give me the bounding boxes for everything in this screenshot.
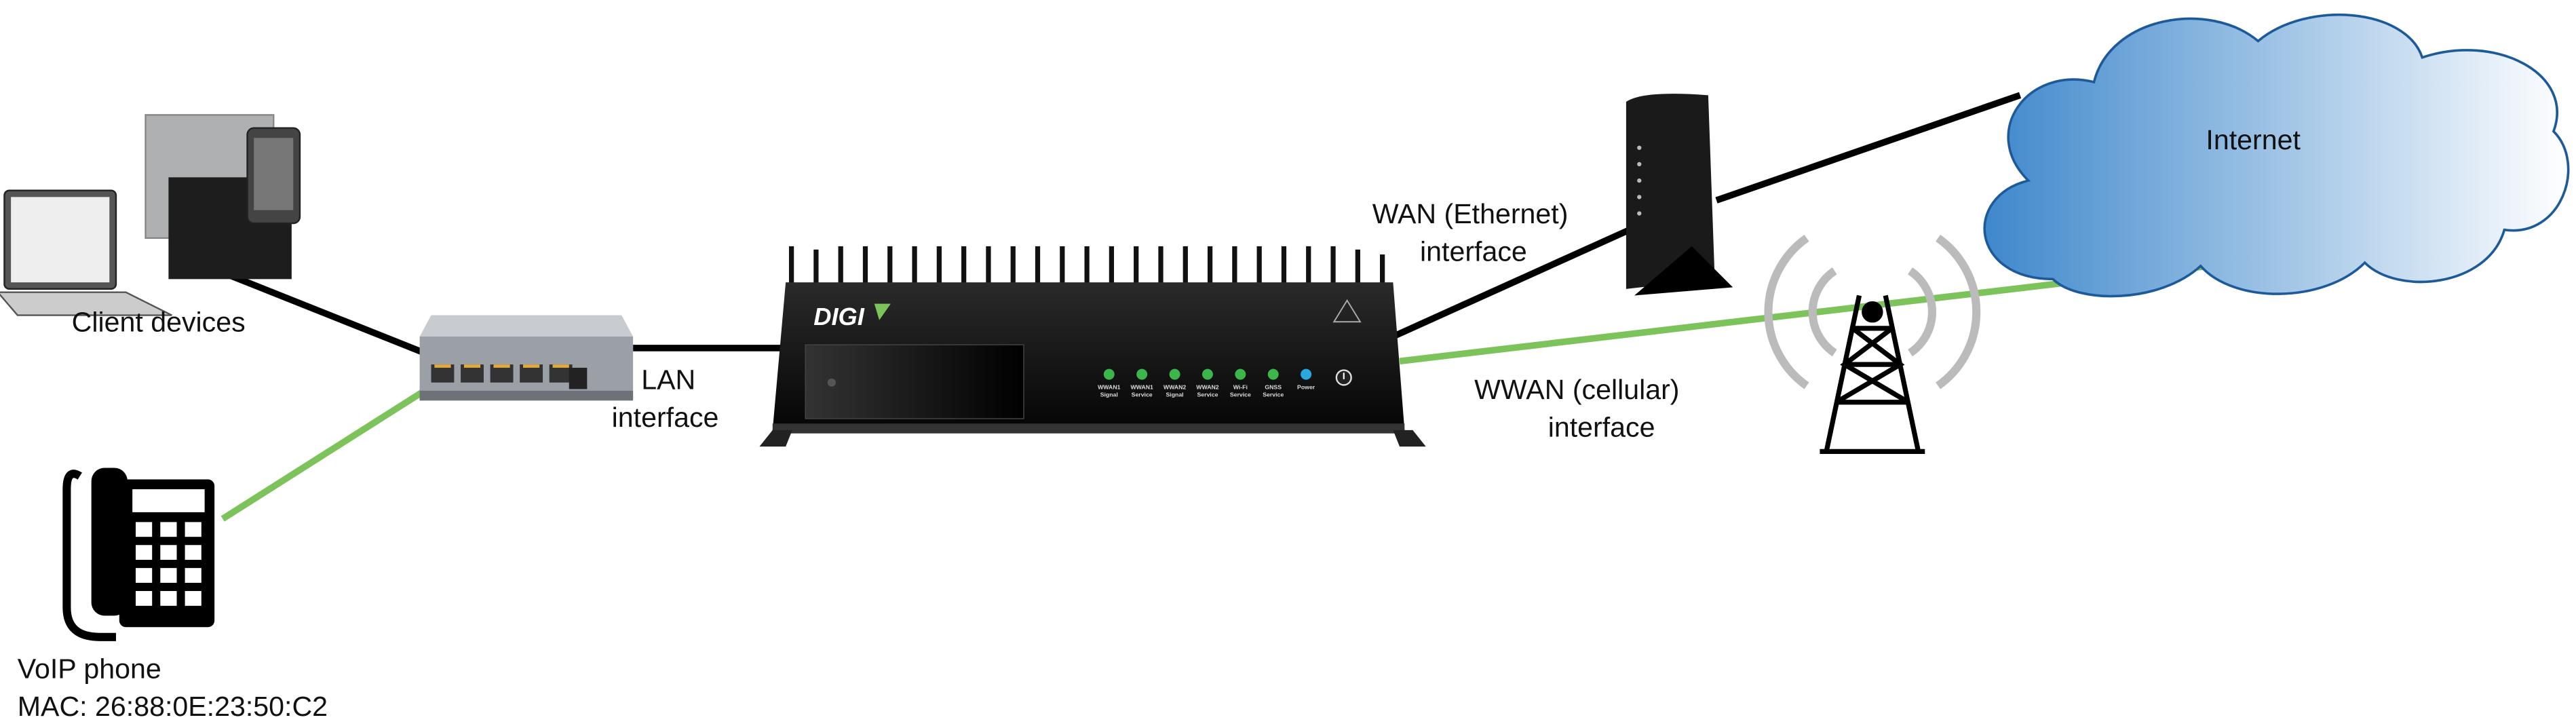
internet-cloud: Internet [1983,13,2570,298]
heat-sink-fins [788,246,1385,288]
led-indicator [1169,368,1180,380]
led-indicator [1136,368,1148,380]
led-label: Service [1132,391,1153,398]
voip-phone-icon [62,468,215,641]
link-modem-internet [1715,92,2022,204]
led-label: Signal [1166,391,1183,398]
link-client-switch [229,272,426,356]
client-devices-icon [0,114,301,316]
modem-icon [1626,94,1733,296]
lan-label-line1: LAN [641,364,695,395]
client-devices-label: Client devices [72,307,246,338]
voip-mac-label: MAC: 26:88:0E:23:50:C2 [18,691,328,722]
led-label: Signal [1100,391,1118,398]
digi-logo: DIGI [813,303,865,330]
wwan-label-line1: WWAN (cellular) [1474,374,1679,405]
lan-label-line2: interface [612,402,719,433]
led-label: WWAN2 [1196,383,1219,390]
led-label: WWAN1 [1098,383,1121,390]
led-label: Power [1297,383,1315,390]
led-label: GNSS [1265,383,1282,390]
led-indicator [1267,368,1279,380]
led-label: Service [1263,391,1284,398]
led-label: Service [1197,391,1218,398]
digi-router: DIGI WWAN1SignalWWAN1ServiceWWAN2SignalW… [759,246,1426,447]
wan-label-line1: WAN (Ethernet) [1372,198,1569,229]
wwan-label-line2: interface [1548,412,1655,443]
link-phone-switch [220,387,427,522]
warning-icon [1332,299,1362,323]
led-indicator [1235,368,1246,380]
led-indicator [1103,368,1115,380]
router-display [805,344,1024,419]
led-indicator [1202,368,1213,380]
led-label: Service [1230,391,1251,398]
led-indicator [1301,368,1312,380]
wan-label-line2: interface [1420,236,1527,267]
voip-phone-label: VoIP phone [18,653,161,684]
led-label: Wi-Fi [1233,383,1248,390]
cell-tower-icon [1764,234,1981,454]
led-label: WWAN1 [1130,383,1153,390]
led-label: WWAN2 [1164,383,1187,390]
link-wan [1391,227,1631,340]
network-switch-icon [419,315,634,401]
internet-label: Internet [2206,124,2301,155]
